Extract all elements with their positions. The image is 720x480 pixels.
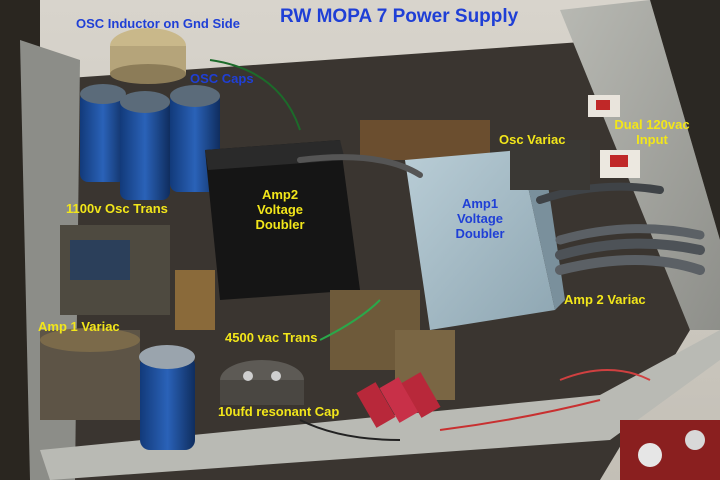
label-amp2-doubler-line2: Voltage bbox=[257, 201, 303, 217]
amp2-doubler-box bbox=[205, 140, 360, 300]
label-osc-variac: Osc Variac bbox=[499, 132, 566, 147]
red-resistors bbox=[356, 372, 441, 428]
label-dual-input-line1: Dual 120vac bbox=[614, 117, 690, 132]
label-amp1-variac: Amp 1 Variac bbox=[38, 319, 120, 334]
cable-bundle bbox=[297, 154, 705, 275]
label-amp1-doubler: Amp1 Voltage Doubler bbox=[425, 196, 535, 242]
amp1-doubler-box bbox=[405, 150, 555, 330]
label-amp2-doubler-line3: Doubler bbox=[255, 216, 305, 232]
label-osc-inductor: OSC Inductor on Gnd Side bbox=[76, 16, 240, 31]
label-amp2-doubler: Amp2 Voltage Doubler bbox=[225, 187, 335, 233]
filter-cap bbox=[140, 355, 195, 450]
label-amp1-doubler-line2: Voltage bbox=[457, 210, 503, 226]
label-amp2-doubler-line1: Amp2 bbox=[261, 187, 299, 202]
wood-board bbox=[360, 120, 490, 160]
label-osc-caps: OSC Caps bbox=[190, 71, 254, 86]
label-amp1-doubler-line3: Doubler bbox=[455, 225, 505, 241]
chassis-front-lip bbox=[40, 330, 720, 480]
osc-variac bbox=[510, 140, 590, 190]
right-void bbox=[650, 0, 720, 240]
page-title: RW MOPA 7 Power Supply bbox=[280, 6, 519, 27]
label-dual-input: Dual 120vac Input bbox=[604, 117, 700, 148]
label-amp2-variac: Amp 2 Variac bbox=[564, 292, 646, 307]
label-osc-trans: 1100v Osc Trans bbox=[66, 201, 168, 216]
osc-cap-1 bbox=[80, 92, 126, 182]
red-panel bbox=[620, 420, 720, 480]
osc-cap-2 bbox=[120, 100, 170, 200]
label-hv-trans: 4500 vac Trans bbox=[225, 330, 318, 345]
label-dual-input-line2: Input bbox=[636, 131, 668, 147]
wires bbox=[209, 59, 651, 441]
label-amp1-doubler-line1: Amp1 bbox=[461, 196, 499, 211]
label-resonant-cap: 10ufd resonant Cap bbox=[218, 404, 340, 419]
